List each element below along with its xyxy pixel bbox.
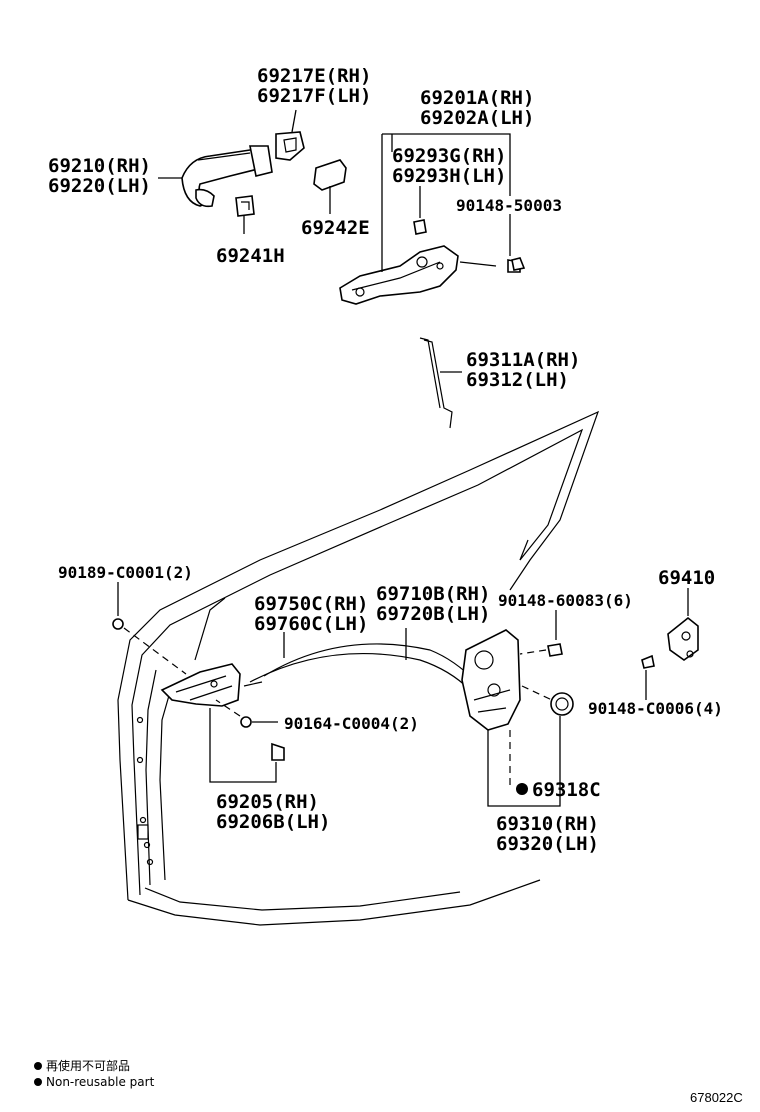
label-69201a: 69201A(RH) — [420, 87, 534, 109]
screws-part — [112, 257, 655, 669]
label-69312: 69312(LH) — [466, 369, 569, 391]
label-69410: 69410 — [658, 567, 715, 589]
label-69750c: 69750C(RH) — [254, 593, 368, 615]
door-frame — [117, 410, 600, 926]
label-69206b: 69206B(LH) — [216, 811, 330, 833]
label-69220: 69220(LH) — [48, 175, 151, 197]
label-69320: 69320(LH) — [496, 833, 599, 855]
label-90164-c0004: 90164-C0004(2) — [284, 714, 419, 733]
label-69310: 69310(RH) — [496, 813, 599, 835]
label-69241h: 69241H — [216, 245, 285, 267]
label-90148-60083: 90148-60083(6) — [498, 591, 633, 610]
diagram-code: 678022C — [690, 1090, 743, 1105]
label-69202a: 69202A(LH) — [420, 107, 534, 129]
legend: 再使用不可部品 Non-reusable part — [34, 1058, 155, 1089]
gasket-part — [313, 159, 347, 191]
non-reusable-marker-icon — [516, 783, 528, 795]
handle-cover-part — [275, 131, 305, 161]
label-90189-c0001: 90189-C0001(2) — [58, 563, 193, 582]
label-69760c: 69760C(LH) — [254, 613, 368, 635]
lock-rod-part — [419, 337, 453, 429]
label-90148-c0006: 90148-C0006(4) — [588, 699, 723, 718]
striker-part — [667, 616, 699, 661]
label-69217e: 69217E(RH) — [257, 65, 371, 87]
cables-part — [249, 643, 477, 691]
label-69217f: 69217F(LH) — [257, 85, 371, 107]
handle-frame-part — [339, 219, 521, 305]
label-90148-50003: 90148-50003 — [456, 196, 562, 215]
leader-lines — [117, 109, 689, 807]
handle-pad-part — [235, 195, 255, 217]
door-lock-part — [461, 629, 574, 731]
label-69311a: 69311A(RH) — [466, 349, 580, 371]
label-69205: 69205(RH) — [216, 791, 319, 813]
legend-bullet-icon — [34, 1078, 42, 1086]
label-69710b: 69710B(RH) — [376, 583, 490, 605]
legend-text-en: Non-reusable part — [46, 1075, 155, 1089]
legend-bullet-icon — [34, 1062, 42, 1070]
part-labels: 69217E(RH) 69217F(LH) 69210(RH) 69220(LH… — [48, 65, 723, 855]
legend-text-jp: 再使用不可部品 — [46, 1058, 130, 1073]
label-69210: 69210(RH) — [48, 155, 151, 177]
label-69293h: 69293H(LH) — [392, 165, 506, 187]
label-69293g: 69293G(RH) — [392, 145, 506, 167]
label-69720b: 69720B(LH) — [376, 603, 490, 625]
outside-handle-part — [181, 145, 273, 208]
inside-handle-part — [160, 663, 285, 761]
label-69318c: 69318C — [532, 779, 601, 801]
label-69242e: 69242E — [301, 217, 370, 239]
